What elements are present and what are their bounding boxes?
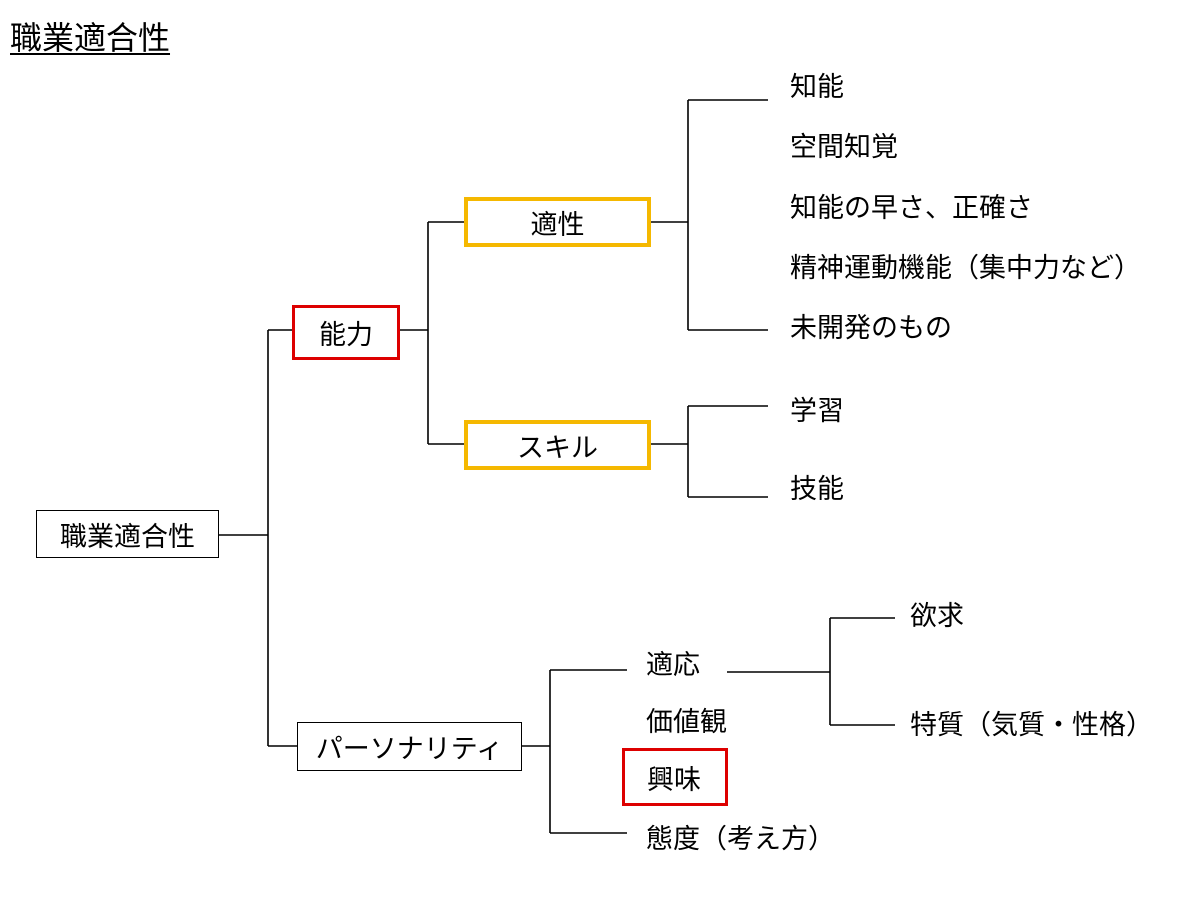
- personality-node: パーソナリティ: [297, 722, 522, 771]
- root-node: 職業適合性: [36, 510, 219, 558]
- root-node-label: 職業適合性: [60, 521, 195, 553]
- personality-item-values: 価値観: [646, 707, 727, 738]
- aptitude-item-intelligence: 知能: [790, 72, 844, 103]
- skill-item-learning: 学習: [790, 396, 844, 427]
- aptitude-node-label: 適性: [530, 209, 585, 241]
- skill-node-label: スキル: [517, 432, 598, 464]
- aptitude-item-undeveloped: 未開発のもの: [790, 313, 952, 344]
- personality-item-adaptation: 適応: [646, 650, 700, 681]
- aptitude-item-speed-accuracy: 知能の早さ、正確さ: [790, 193, 1033, 224]
- page-title: 職業適合性: [10, 19, 171, 57]
- aptitude-item-spatial-perception: 空間知覚: [790, 132, 898, 163]
- aptitude-node: 適性: [464, 197, 651, 247]
- adaptation-item-trait: 特質（気質・性格）: [910, 710, 1153, 741]
- aptitude-item-psychomotor: 精神運動機能（集中力など）: [790, 253, 1141, 284]
- personality-item-attitude: 態度（考え方）: [646, 824, 835, 855]
- interest-node-label: 興味: [647, 764, 701, 796]
- personality-node-label: パーソナリティ: [315, 734, 504, 765]
- adaptation-item-desire: 欲求: [910, 601, 964, 632]
- interest-node: 興味: [622, 748, 728, 806]
- ability-node: 能力: [292, 305, 400, 360]
- skill-node: スキル: [464, 420, 651, 470]
- skill-item-technique: 技能: [790, 474, 844, 505]
- ability-node-label: 能力: [319, 320, 373, 351]
